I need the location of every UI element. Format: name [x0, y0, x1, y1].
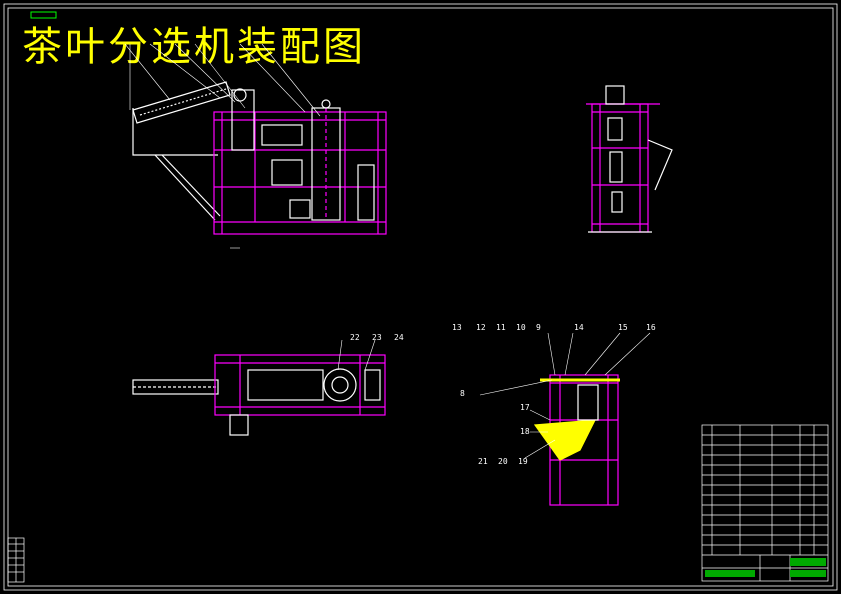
title-block — [701, 424, 829, 582]
callout-13: 13 — [452, 323, 462, 332]
top-view — [132, 339, 386, 436]
callout-18: 18 — [520, 427, 530, 436]
section-view — [479, 332, 651, 506]
callout-21: 21 — [478, 457, 488, 466]
callout-16: 16 — [646, 323, 656, 332]
callout-24: 24 — [394, 333, 404, 342]
callout-19: 19 — [518, 457, 528, 466]
margin-table — [7, 537, 25, 583]
callout-14: 14 — [574, 323, 584, 332]
inner-border — [7, 7, 834, 587]
callout-22: 22 — [350, 333, 360, 342]
drawing-tag — [30, 11, 57, 19]
callout-11: 11 — [496, 323, 506, 332]
callout-17: 17 — [520, 403, 530, 412]
side-view — [586, 85, 673, 233]
front-view — [124, 43, 387, 249]
callout-8: 8 — [460, 389, 465, 398]
callout-9: 9 — [536, 323, 541, 332]
callout-20: 20 — [498, 457, 508, 466]
callout-15: 15 — [618, 323, 628, 332]
callout-10: 10 — [516, 323, 526, 332]
callout-23: 23 — [372, 333, 382, 342]
callout-12: 12 — [476, 323, 486, 332]
outer-border — [3, 3, 838, 591]
callout-numbers: 13 12 11 10 9 14 15 16 8 17 18 21 20 19 22 23 24 — [350, 323, 656, 466]
drawing-title: 茶叶分选机装配图 — [22, 24, 366, 70]
